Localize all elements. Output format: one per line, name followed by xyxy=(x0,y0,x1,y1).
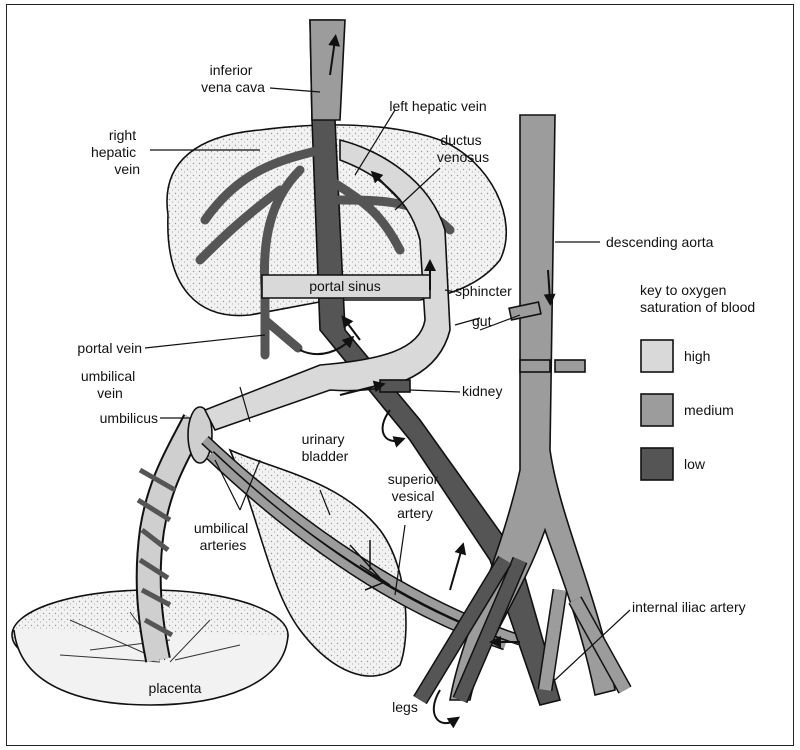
label-umbilical-vein: umbilical vein xyxy=(81,368,139,401)
label-portal-sinus: portal sinus xyxy=(309,278,381,294)
label-superior-vesical-artery: superior vesical artery xyxy=(388,471,442,521)
key-title: key to oxygen saturation of blood xyxy=(640,282,755,315)
key-label-high: high xyxy=(684,348,710,364)
label-internal-iliac-artery: internal iliac artery xyxy=(632,599,746,615)
oxygen-saturation-key: key to oxygen saturation of blood high m… xyxy=(640,282,755,480)
key-label-medium: medium xyxy=(684,402,734,418)
key-swatch-high xyxy=(641,340,673,372)
label-placenta: placenta xyxy=(149,680,202,696)
inferior-vena-cava-upper xyxy=(310,20,345,120)
label-right-hepatic-vein: right hepatic vein xyxy=(91,127,140,177)
key-label-low: low xyxy=(684,456,706,472)
label-umbilicus: umbilicus xyxy=(100,410,158,426)
label-umbilical-arteries: umbilical arteries xyxy=(194,520,252,553)
label-descending-aorta: descending aorta xyxy=(606,234,714,250)
label-kidney: kidney xyxy=(462,383,502,399)
label-ductus-venosus: ductus venosus xyxy=(437,132,489,165)
label-urinary-bladder: urinary bladder xyxy=(302,431,349,464)
label-sphincter: sphincter xyxy=(455,283,512,299)
label-legs: legs xyxy=(392,699,418,715)
key-swatch-medium xyxy=(641,394,673,426)
label-inferior-vena-cava: inferior vena cava xyxy=(201,62,265,95)
label-portal-vein: portal vein xyxy=(77,340,142,356)
key-swatch-low xyxy=(641,448,673,480)
label-gut: gut xyxy=(472,313,492,329)
label-left-hepatic-vein: left hepatic vein xyxy=(389,98,486,114)
